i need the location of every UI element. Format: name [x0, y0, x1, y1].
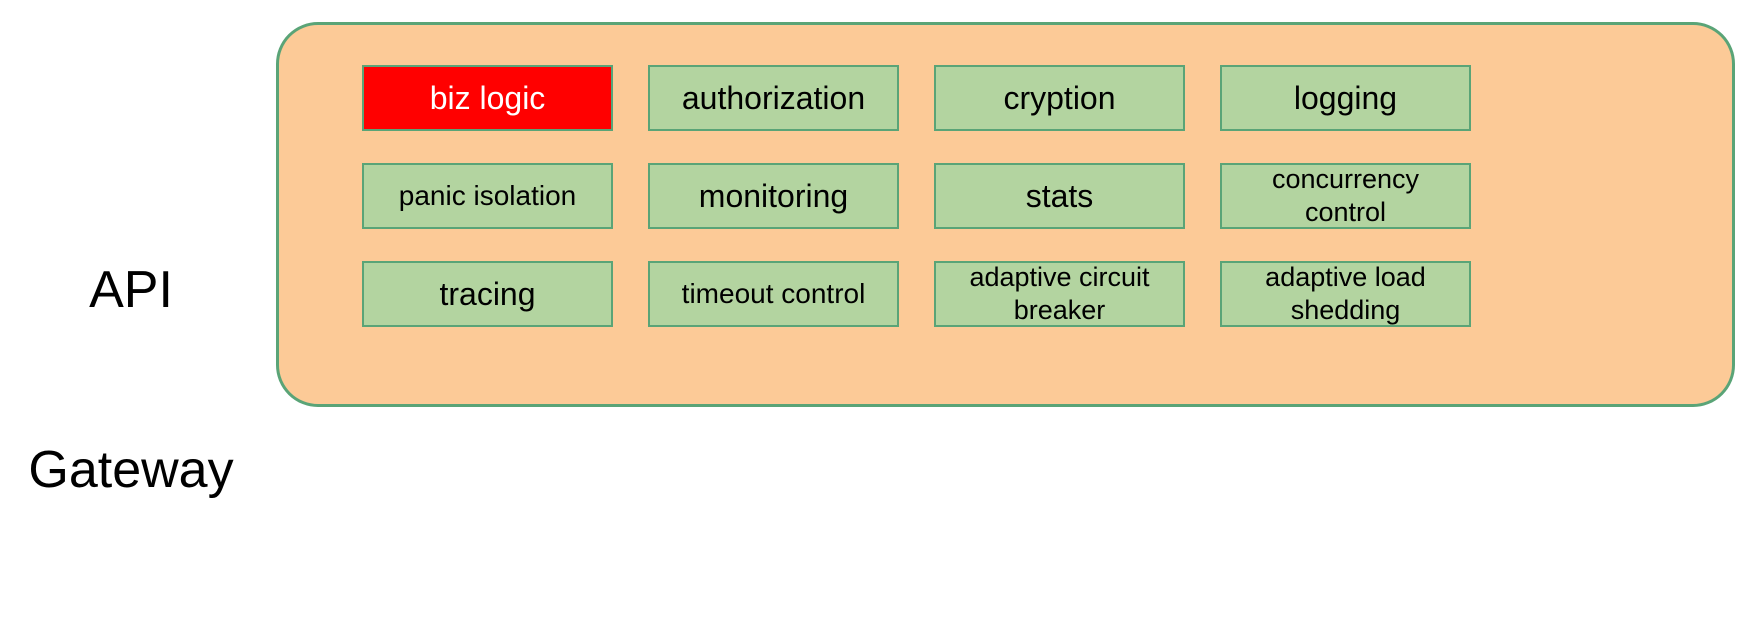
capability-box-authorization[interactable]: authorization	[648, 65, 899, 131]
capability-grid: biz logic authorization cryption logging…	[362, 65, 1471, 327]
diagram-canvas: API Gateway biz logic authorization cryp…	[28, 22, 1735, 499]
capability-box-adaptive-load-shedding[interactable]: adaptive load shedding	[1220, 261, 1471, 327]
capability-box-monitoring[interactable]: monitoring	[648, 163, 899, 229]
api-gateway-label-line2: Gateway	[28, 441, 234, 499]
capability-box-adaptive-circuit-breaker[interactable]: adaptive circuit breaker	[934, 261, 1185, 327]
capability-box-timeout-control[interactable]: timeout control	[648, 261, 899, 327]
capability-box-logging[interactable]: logging	[1220, 65, 1471, 131]
capability-box-panic-isolation[interactable]: panic isolation	[362, 163, 613, 229]
capability-box-stats[interactable]: stats	[934, 163, 1185, 229]
capability-box-tracing[interactable]: tracing	[362, 261, 613, 327]
api-gateway-label-line1: API	[89, 261, 173, 319]
api-gateway-container: biz logic authorization cryption logging…	[276, 22, 1735, 407]
capability-box-biz-logic[interactable]: biz logic	[362, 65, 613, 131]
capability-box-concurrency-control[interactable]: concurrency control	[1220, 163, 1471, 229]
api-gateway-label: API Gateway	[0, 140, 262, 620]
capability-box-cryption[interactable]: cryption	[934, 65, 1185, 131]
